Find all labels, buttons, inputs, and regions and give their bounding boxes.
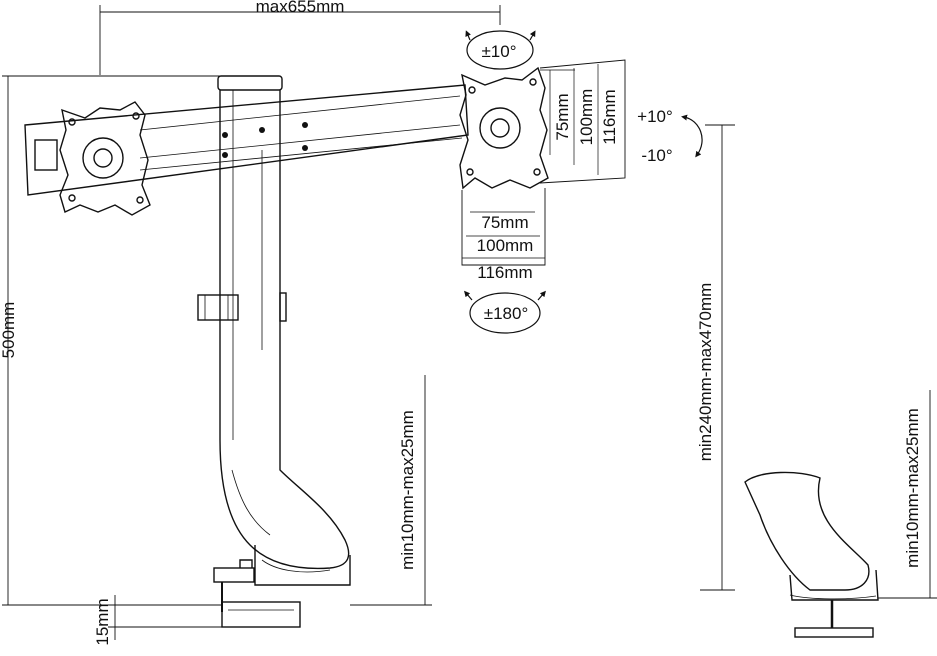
mount-base (213, 439, 351, 628)
dimension-lines (2, 5, 937, 640)
clamp-range-side-label: min10mm-max25mm (903, 408, 922, 568)
vesa-horizontal-116-label: 116mm (477, 263, 532, 282)
crossbar-bolts (222, 122, 308, 158)
clamp-thickness-label: 15mm (93, 598, 112, 645)
height-label: 500mm (0, 302, 18, 359)
rotate-up-label: +10° (637, 107, 673, 126)
side-view-base (744, 471, 879, 638)
rotation-indicators (464, 30, 703, 334)
right-vesa-plate (459, 66, 549, 190)
swivel-label: ±180° (484, 304, 529, 323)
clamp-range-main-label: min10mm-max25mm (398, 410, 417, 570)
vesa-horizontal-75-label: 75mm (481, 213, 528, 232)
height-adjust-label: min240mm-max470mm (696, 283, 715, 462)
rotate-down-label: -10° (641, 146, 672, 165)
left-vesa-plate (59, 101, 151, 216)
vesa-vertical-116-label: 116mm (600, 89, 619, 144)
max-width-label: max655mm (256, 0, 345, 16)
crossbar (24, 84, 469, 196)
dimension-labels: max655mm ±10° ±180° +10° -10° 75mm 100mm… (0, 0, 922, 646)
vesa-vertical-100-label: 100mm (577, 89, 596, 146)
tilt-label: ±10° (481, 42, 516, 61)
mount-pole (197, 75, 287, 440)
vesa-horizontal-100-label: 100mm (477, 236, 534, 255)
vesa-vertical-75-label: 75mm (553, 93, 572, 140)
